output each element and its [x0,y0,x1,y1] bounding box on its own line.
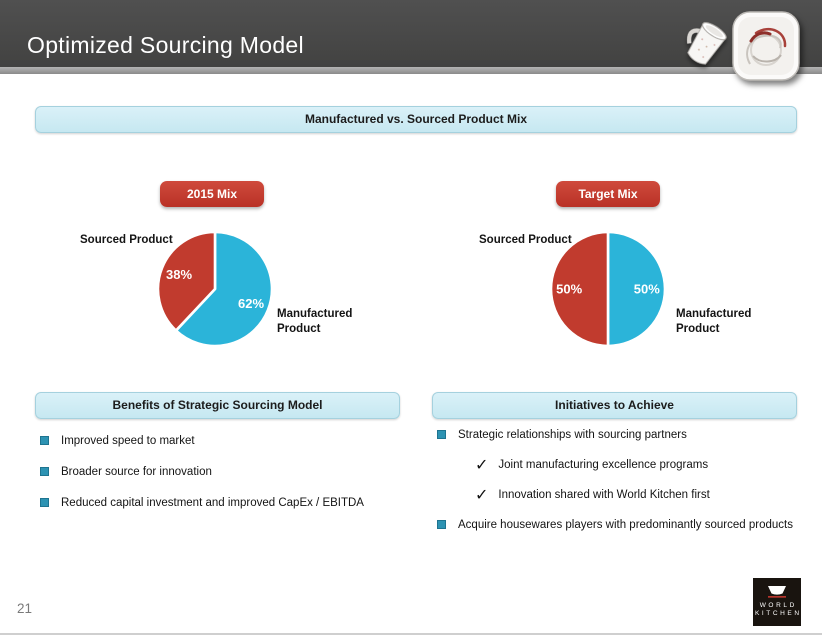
list-item: Improved speed to market [35,434,427,448]
section-header-benefits: Benefits of Strategic Sourcing Model [35,392,400,419]
list-item: Acquire housewares players with predomin… [432,518,822,532]
slide-header [0,0,822,67]
list-item-text: Broader source for innovation [61,466,212,478]
square-bullet-icon [437,520,446,529]
list-item: Reduced capital investment and improved … [35,496,427,510]
pie-value-label: 38% [166,267,192,282]
square-bullet-icon [40,467,49,476]
list-item-text: Improved speed to market [61,435,195,447]
list-item: Broader source for innovation [35,465,427,479]
square-bullet-icon [40,498,49,507]
list-item: Strategic relationships with sourcing pa… [432,428,822,442]
list-item-text: Strategic relationships with sourcing pa… [458,429,687,441]
logo-text-line1: WORLD [759,602,797,609]
check-icon: ✓ [475,485,489,504]
section-header-initiatives: Initiatives to Achieve [432,392,797,419]
banner-product-mix: Manufactured vs. Sourced Product Mix [35,106,797,133]
square-bullet-icon [437,430,446,439]
pie-value-label: 62% [238,296,264,311]
square-bullet-icon [40,436,49,445]
pie-slice [549,230,610,348]
plate-icon [730,10,802,84]
mug-icon [675,12,737,77]
list-item-text: Joint manufacturing excellence programs [498,459,709,471]
pie-chart-2015-mix: 62% 38% [156,230,274,348]
chip-target-mix: Target Mix [556,181,660,207]
page-number: 21 [17,601,33,616]
bowl-icon [768,586,786,598]
pie-label-manufactured-2015: Manufactured Product [277,308,353,335]
pie-label-manufactured-target: Manufactured Product [676,308,752,335]
pie-value-label: 50% [634,282,660,297]
list-item-text: Acquire housewares players with predomin… [458,519,793,531]
check-icon: ✓ [475,455,489,474]
list-item: ✓ Joint manufacturing excellence programs [432,455,822,474]
pie-slice [606,230,667,348]
pie-label-sourced-2015: Sourced Product [80,234,173,246]
pie-chart-target-mix: 50% 50% [549,230,667,348]
list-item: ✓ Innovation shared with World Kitchen fi… [432,485,822,504]
pie-value-label: 50% [556,282,582,297]
chip-2015-mix: 2015 Mix [160,181,264,207]
list-item-text: Reduced capital investment and improved … [61,497,364,509]
pie-slice [174,230,274,348]
pie-slice [156,230,217,332]
pie-label-sourced-target: Sourced Product [479,234,572,246]
world-kitchen-logo: WORLD KITCHEN [753,578,801,626]
header-divider [0,67,822,74]
logo-text-line2: KITCHEN [754,610,802,617]
slide-title: Optimized Sourcing Model [27,32,304,58]
initiatives-list: Strategic relationships with sourcing pa… [432,428,822,548]
list-item-text: Innovation shared with World Kitchen fir… [498,489,710,501]
